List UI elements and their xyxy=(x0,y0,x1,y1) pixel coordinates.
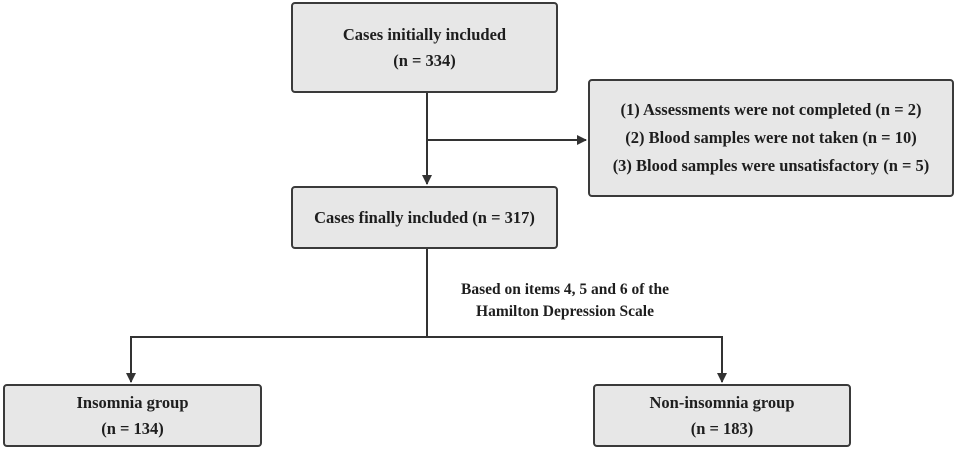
exclusion-item: (3) Blood samples were unsatisfactory (n… xyxy=(612,156,930,175)
initial-cases-count: (n = 334) xyxy=(393,50,456,70)
insomnia-group-title: Insomnia group xyxy=(76,392,189,412)
non-insomnia-group-box: Non-insomnia group (n = 183) xyxy=(593,384,851,447)
non-insomnia-group-count: (n = 183) xyxy=(690,418,754,438)
split-criteria-caption: Based on items 4, 5 and 6 of the Hamilto… xyxy=(440,279,690,323)
exclusion-item: (2) Blood samples were not taken (n = 10… xyxy=(625,128,917,147)
initial-cases-title: Cases initially included xyxy=(342,24,507,44)
insomnia-group-count: (n = 134) xyxy=(101,418,164,438)
insomnia-group-box: Insomnia group (n = 134) xyxy=(3,384,262,447)
exclusion-item: (1) Assessments were not completed (n = … xyxy=(620,100,922,119)
split-criteria-line-1: Based on items 4, 5 and 6 of the xyxy=(461,281,669,298)
split-criteria-line-2: Hamilton Depression Scale xyxy=(476,303,654,320)
initial-cases-box: Cases initially included (n = 334) xyxy=(291,2,558,93)
non-insomnia-group-title: Non-insomnia group xyxy=(649,392,795,412)
exclusions-box: (1) Assessments were not completed (n = … xyxy=(588,79,954,197)
final-cases-box: Cases finally included (n = 317) xyxy=(291,186,558,249)
final-cases-title: Cases finally included (n = 317) xyxy=(314,207,535,227)
